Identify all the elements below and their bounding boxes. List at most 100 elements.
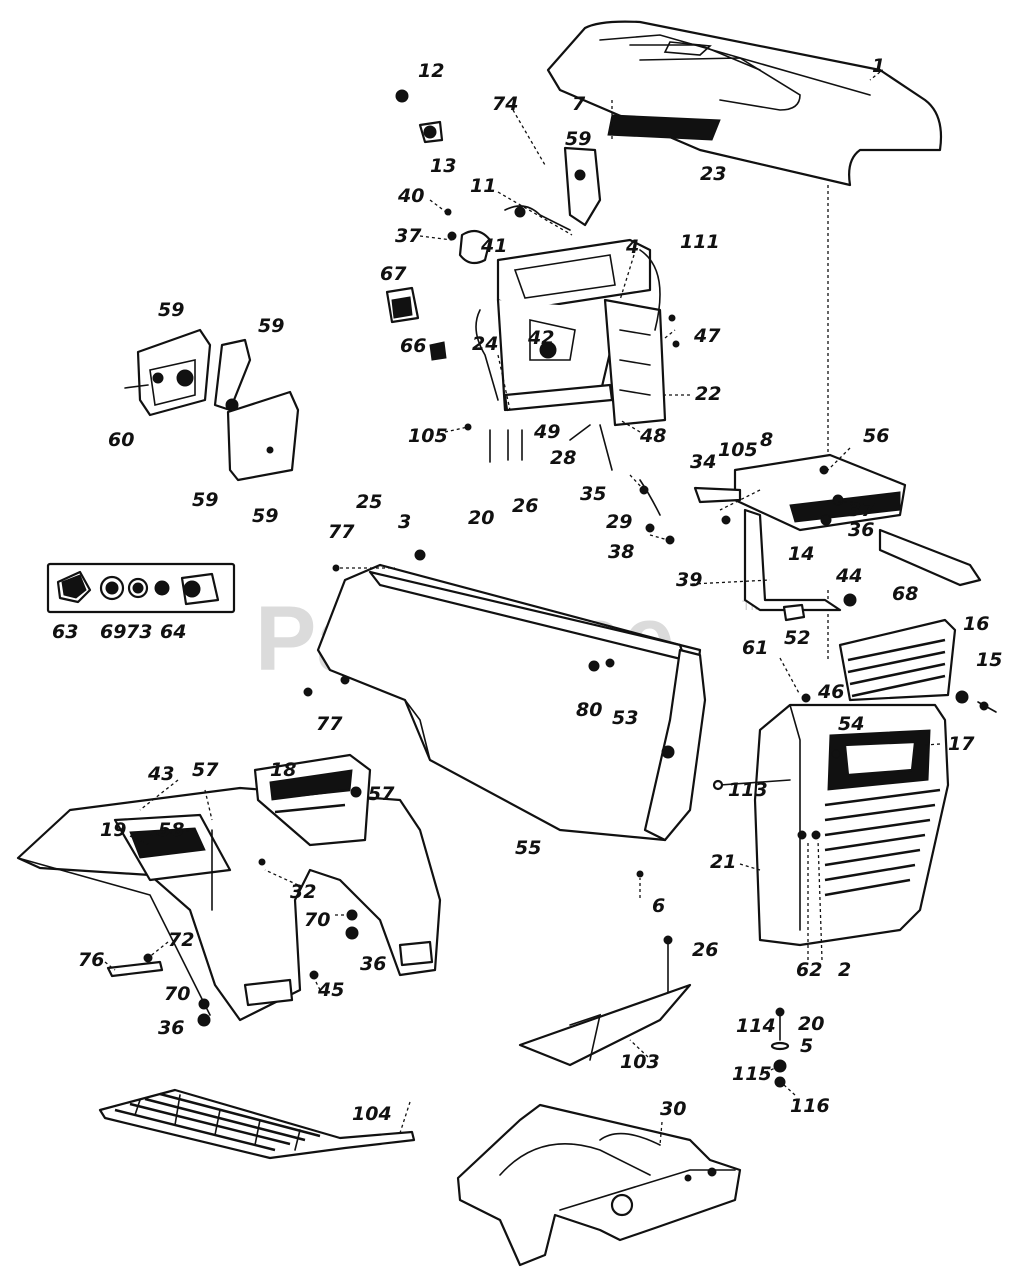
part-44-52 [782,593,857,622]
callout-label: 37 [848,499,875,521]
callout-label: 37 [395,225,422,247]
callout-label: 5 [800,1035,813,1057]
callout-label: 22 [695,383,721,405]
callout-label: 111 [680,231,720,253]
callout-label: 49 [533,421,560,443]
callout-label: 59 [252,505,278,527]
callout-label: 34 [690,451,716,473]
callout-label: 61 [742,637,768,659]
callout-label: 17 [948,733,975,755]
callout-label: 105 [408,425,448,447]
callout-label: 54 [838,713,864,735]
callout-label: 77 [328,521,355,543]
callout-label: 1 [872,55,885,77]
callout-label: 26 [692,939,718,961]
part-linkages [464,314,680,545]
callout-label: 56 [863,425,889,447]
callout-label: 46 [817,681,844,703]
callout-label: 7 [572,93,586,115]
part-16-15 [955,690,997,713]
callout-label: 43 [147,763,174,785]
callout-label: 69 [100,621,126,643]
callout-label: 36 [848,519,874,541]
part-step-bracket [518,935,692,1067]
callout-label: 36 [360,953,386,975]
callout-label: 47 [693,325,721,347]
part-knob [395,89,444,144]
callout-label: 103 [620,1051,660,1073]
callout-label: 55 [515,837,541,859]
callout-label: 39 [676,569,702,591]
callout-label: 66 [400,335,426,357]
callout-label: 24 [472,333,498,355]
part-66 [429,341,447,361]
part-battery-tray [693,453,982,612]
callout-label: 11 [470,175,496,197]
callout-label: 13 [430,155,456,177]
part-footrest [98,1088,416,1160]
callout-label: 36 [158,1017,184,1039]
part-fender [16,753,442,1027]
callout-label: 73 [126,621,152,643]
callout-label: 44 [835,565,862,587]
callout-label: 57 [368,783,395,805]
callout-label: 38 [608,541,634,563]
callout-label: 26 [512,495,538,517]
callout-label: 105 [718,439,758,461]
part-hood-grille [607,114,721,141]
callout-label: 45 [317,979,344,1001]
part-bracket-cluster-left [124,328,300,482]
part-frame [456,1103,742,1267]
callout-label: 53 [612,707,638,729]
callout-label: 40 [397,185,424,207]
callout-label: 20 [798,1013,824,1035]
callout-label: 32 [290,881,316,903]
part-hardware-stack [770,1007,790,1088]
callout-labels: 1 7 23 74 59 12 13 11 40 37 41 4 111 67 … [52,55,1002,1125]
leader-lines [104,71,941,1146]
callout-label: 23 [700,163,726,185]
callout-label: 116 [790,1095,830,1117]
part-dash-panel [475,238,667,427]
callout-label: 18 [270,759,296,781]
callout-label: 28 [550,447,576,469]
callout-label: 62 [796,959,822,981]
callout-label: 68 [892,583,918,605]
callout-label: 70 [164,983,190,1005]
part-side-panel [303,549,707,878]
part-hood [546,20,943,187]
callout-label: 41 [480,235,507,257]
callout-label: 77 [316,713,343,735]
callout-label: 60 [108,429,134,451]
callout-label: 19 [100,819,126,841]
callout-label: 63 [52,621,78,643]
callout-label: 104 [352,1103,392,1125]
callout-label: 25 [356,491,382,513]
part-front-grille [712,693,950,947]
callout-label: 14 [788,543,814,565]
callout-label: 6 [652,895,665,917]
callout-label: 8 [760,429,773,451]
callout-label: 20 [468,507,494,529]
callout-label: 76 [78,949,104,971]
callout-label: 115 [732,1063,772,1085]
callout-label: 80 [576,699,602,721]
callout-label: 12 [418,60,444,82]
callout-label: 30 [660,1098,686,1120]
callout-label: 52 [784,627,810,649]
callout-label: 35 [580,483,606,505]
callout-label: 15 [976,649,1002,671]
part-67 [385,286,420,324]
callout-label: 59 [258,315,284,337]
callout-label: 64 [160,621,186,643]
callout-label: 3 [398,511,411,533]
callout-label: 58 [158,819,184,841]
callout-label: 113 [728,779,768,801]
callout-label: 67 [380,263,407,285]
callout-label: 21 [710,851,736,873]
callout-label: 114 [736,1015,776,1037]
callout-label: 57 [192,759,219,781]
callout-label: 4 [625,236,639,258]
callout-label: 48 [639,425,666,447]
